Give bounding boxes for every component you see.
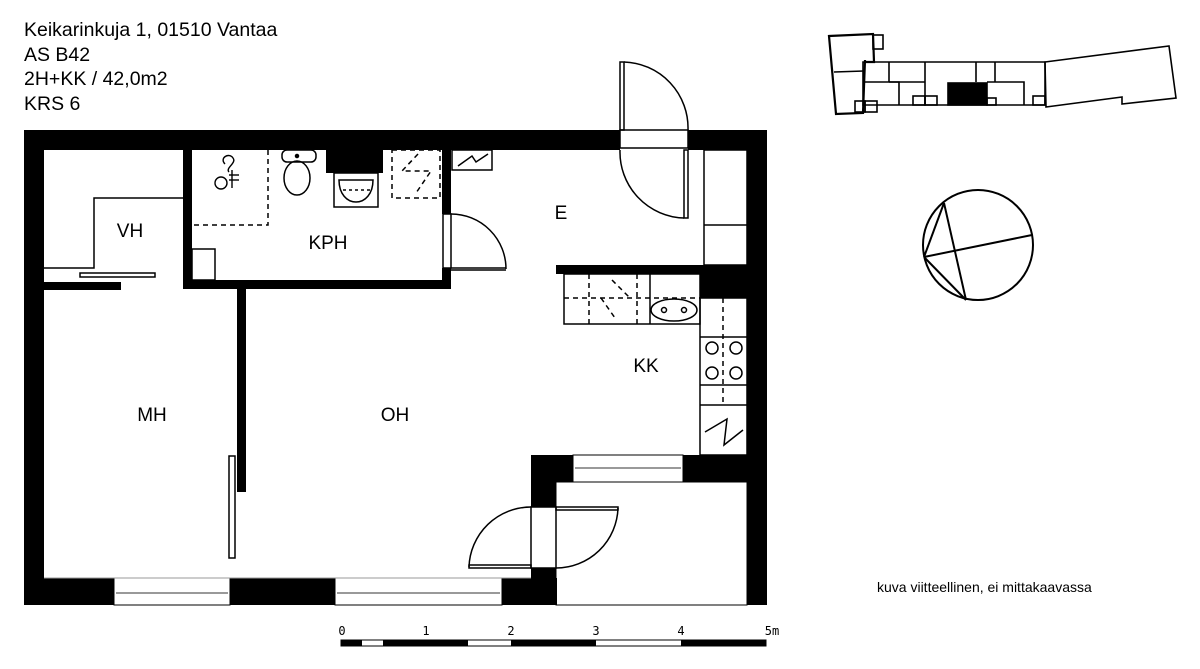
hall-wardrobe: [703, 149, 748, 266]
scale-tick-3: 3: [592, 624, 600, 638]
bedroom-window: [113, 577, 231, 606]
scale-tick-2: 2: [507, 624, 515, 638]
address: Keikarinkuja 1, 01510 Vantaa: [24, 19, 278, 41]
balcony-door[interactable]: [468, 506, 619, 569]
entrance-door[interactable]: [619, 61, 689, 219]
vh-closet-outline: [44, 197, 183, 269]
scale-tick-1: 1: [422, 624, 430, 638]
room-label-mh: MH: [137, 405, 167, 426]
bathroom-sink-icon: [333, 172, 379, 208]
disclaimer: kuva viitteellinen, ei mittakaavassa: [877, 579, 1092, 595]
bathroom-door[interactable]: [442, 213, 507, 271]
scale-tick-0: 0: [338, 624, 346, 638]
apartment-info: Keikarinkuja 1, 01510 Vantaa AS B42 2H+K…: [24, 18, 277, 116]
scale-tick-4: 4: [677, 624, 685, 638]
room-label-kph: KPH: [308, 233, 348, 254]
room-label-e: E: [554, 203, 568, 224]
room-label-oh: OH: [380, 405, 410, 426]
floor-number: KRS 6: [24, 92, 81, 115]
living-room-window: [334, 577, 503, 606]
north-compass-icon: [922, 189, 1034, 301]
bathroom-cabinet: [391, 149, 441, 199]
washer-box: [191, 248, 216, 281]
layout-area: 2H+KK / 42,0m2: [24, 68, 168, 90]
room-label-kk: KK: [633, 356, 659, 377]
kitchen-window: [572, 454, 684, 483]
walls: [24, 130, 767, 605]
apartment-number: AS B42: [24, 43, 91, 66]
scale-bar: [340, 639, 767, 647]
building-key-plan-icon: [827, 32, 1177, 116]
electrical-panel: [451, 149, 493, 171]
shower-icon: [214, 154, 239, 190]
fridge-icon: [704, 417, 744, 447]
kitchen-sink-icon: [650, 298, 698, 322]
room-label-vh: VH: [116, 221, 144, 242]
vh-sliding-door[interactable]: [79, 272, 156, 278]
toilet-icon: [281, 149, 317, 196]
bedroom-sliding-door[interactable]: [228, 455, 236, 559]
stove-icon: [705, 341, 743, 380]
scale-tick-5: 5m: [764, 624, 780, 638]
shower-area: [192, 150, 269, 226]
balcony: [555, 481, 748, 606]
